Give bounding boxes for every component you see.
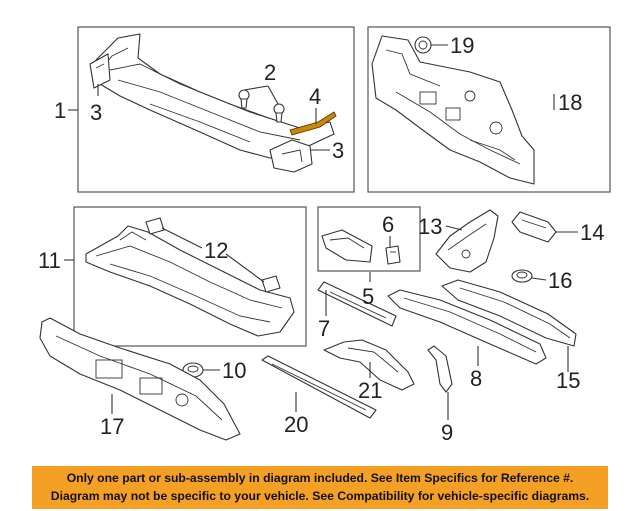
leader-13 <box>445 225 463 231</box>
part-sill-strip <box>261 355 377 419</box>
part-floor-bracket <box>323 339 415 391</box>
callout-10: 10 <box>222 358 246 383</box>
callout-2: 2 <box>264 60 276 85</box>
part-pads <box>145 217 281 293</box>
callout-7: 7 <box>318 316 330 341</box>
callout-9: 9 <box>441 420 453 445</box>
callout-19: 19 <box>450 33 474 58</box>
part-strip-bracket <box>317 281 397 327</box>
part-clip-small <box>385 245 401 265</box>
callout-11: 11 <box>38 248 61 273</box>
part-plug <box>511 269 533 283</box>
part-grommet-top <box>414 36 432 54</box>
group-frame-dash-panel <box>367 26 611 193</box>
callout-18: 18 <box>558 90 582 115</box>
part-reinforcement-small <box>511 211 557 243</box>
leader-12 <box>161 227 265 283</box>
notice-line-2: Diagram may not be specific to your vehi… <box>50 489 590 503</box>
part-cowl-seal-highlighted <box>289 111 337 136</box>
callout-15: 15 <box>556 368 580 393</box>
part-brace-rod <box>427 345 453 393</box>
part-bracket-right <box>269 139 313 173</box>
callout-6: 6 <box>382 212 394 237</box>
part-dash-panel <box>371 35 535 185</box>
part-clip-pair <box>238 89 285 123</box>
notice-line-1: Only one part or sub-assembly in diagram… <box>66 471 574 485</box>
group-frame-bracket-kit <box>317 206 421 272</box>
callout-5: 5 <box>362 284 374 309</box>
leader-2 <box>243 85 279 105</box>
part-apron-bracket <box>435 209 499 273</box>
callout-8: 8 <box>470 366 482 391</box>
callout-21: 21 <box>358 378 382 403</box>
callout-12: 12 <box>204 238 228 263</box>
part-lower-dash-panel <box>39 317 241 441</box>
part-side-rail <box>441 279 577 347</box>
callout-17: 17 <box>100 414 124 439</box>
callout-16: 16 <box>548 268 572 293</box>
part-cowl-panel <box>85 225 295 337</box>
part-bracket-left <box>89 53 111 89</box>
notice-banner: Only one part or sub-assembly in diagram… <box>32 466 608 509</box>
callout-3-right: 3 <box>332 138 344 163</box>
callout-3-left: 3 <box>90 100 102 125</box>
group-frame-cowl-panel <box>73 206 307 347</box>
callout-1: 1 <box>54 98 66 123</box>
callout-14: 14 <box>580 220 604 245</box>
callout-4: 4 <box>309 84 321 109</box>
callout-13: 13 <box>418 214 442 239</box>
leader-16 <box>531 277 547 281</box>
part-bracket-assembly <box>321 229 373 263</box>
part-upper-cowl-panel <box>95 33 335 159</box>
part-long-rail <box>387 289 547 365</box>
callout-20: 20 <box>284 412 308 437</box>
